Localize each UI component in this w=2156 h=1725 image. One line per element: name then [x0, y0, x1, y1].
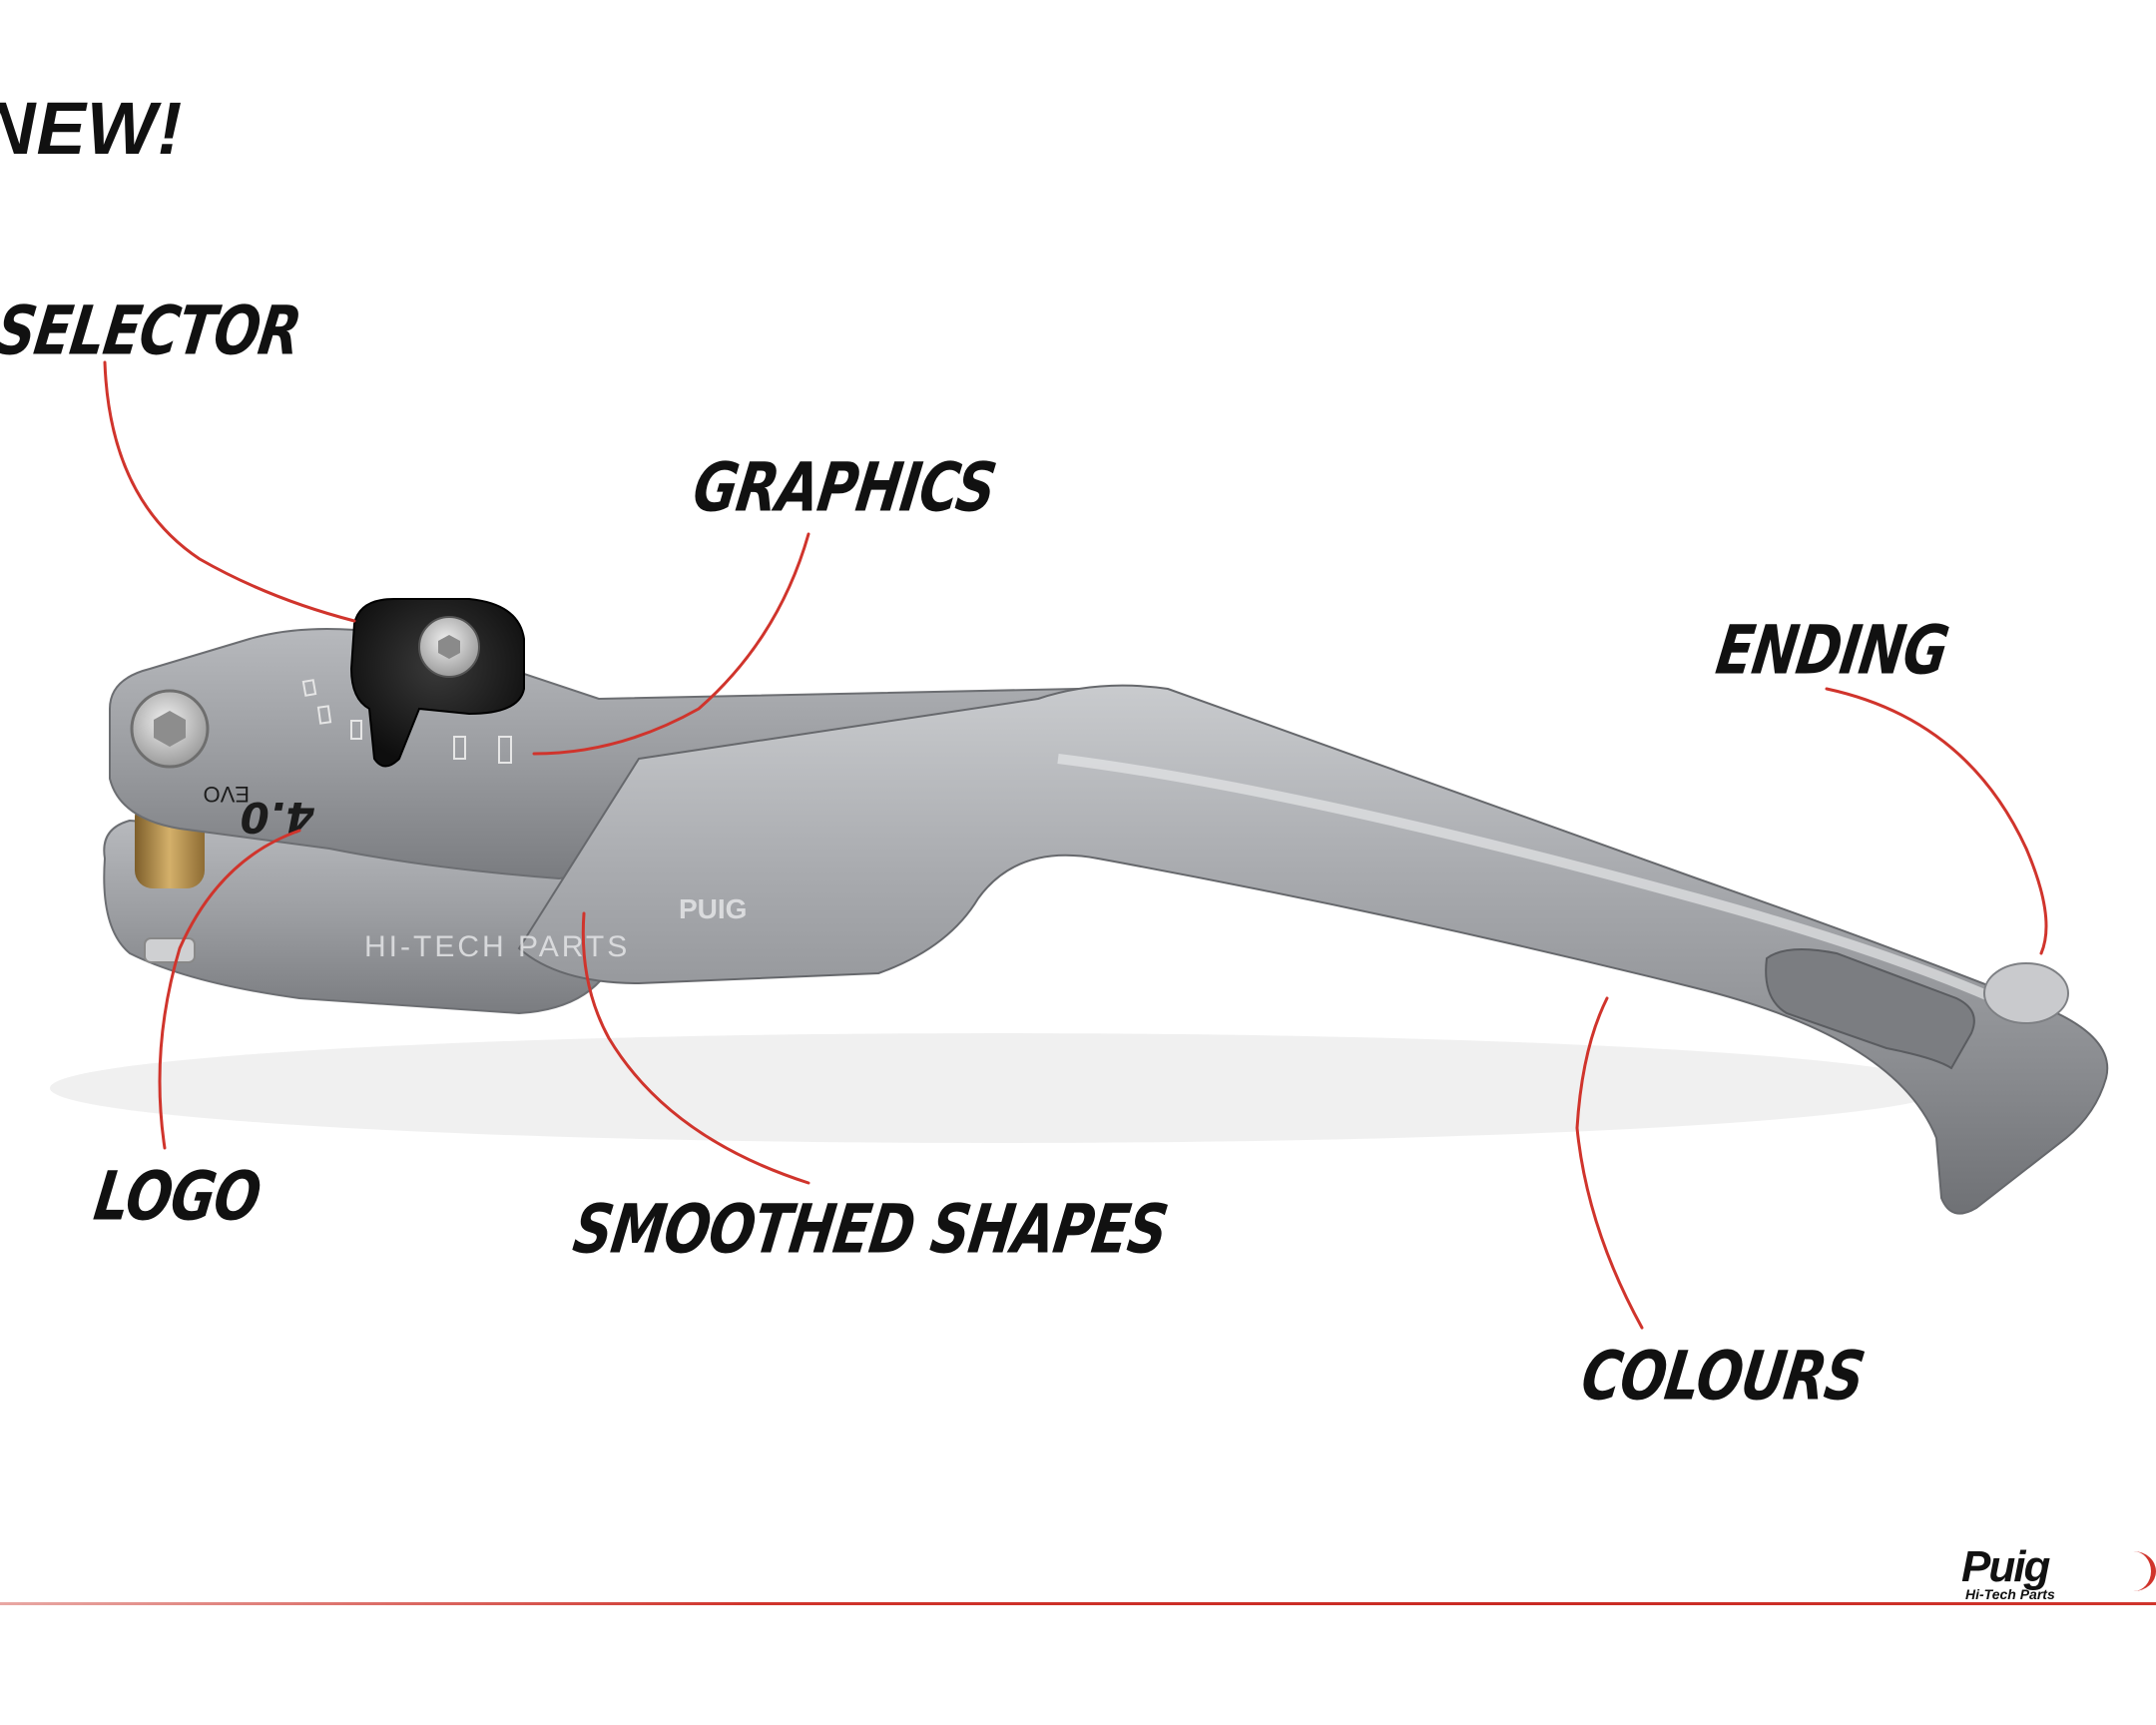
selector-scale-graphics: [301, 679, 512, 764]
leader-logo: [158, 829, 301, 1150]
lever-end-slot: [1765, 948, 1975, 1070]
leader-colours: [1575, 996, 1644, 1330]
engraving-line: HI-TECH PARTS: [364, 930, 630, 963]
pivot-bolt-hex: [154, 711, 186, 747]
engraving-model: 4.0: [241, 793, 315, 842]
lever-shadow: [50, 1033, 1946, 1143]
puig-brand-logo: Puig Hi-Tech Parts: [1961, 1545, 2156, 1615]
callout-selector: SELECTOR: [0, 290, 305, 370]
leader-smoothed: [581, 911, 810, 1185]
headline-new: NEW!: [0, 87, 184, 170]
engraving-series: EVO: [204, 782, 250, 807]
leader-selector: [103, 360, 356, 623]
lever-arm-highlight: [1057, 754, 2019, 1013]
adjuster-bolt-hex: [438, 635, 460, 659]
footer-divider: [0, 1602, 2156, 1605]
bottom-bolt: [144, 937, 196, 963]
brand-tagline: Hi-Tech Parts: [1965, 1586, 2055, 1602]
adjuster-knob: [349, 598, 525, 768]
callout-leaders: [103, 360, 2048, 1330]
callout-logo: LOGO: [89, 1156, 266, 1236]
lever-end-cap: [1983, 962, 2069, 1024]
brand-name: Puig: [1961, 1542, 2050, 1591]
engraving-brand: PUIG: [679, 893, 747, 924]
callout-ending: ENDING: [1711, 610, 1953, 690]
callout-graphics: GRAPHICS: [688, 447, 1001, 527]
brand-swoosh-icon: [2111, 1551, 2156, 1591]
leader-ending: [1825, 687, 2048, 955]
callout-smoothed-shapes: SMOOTHED SHAPES: [568, 1189, 1173, 1269]
leader-graphics: [532, 532, 810, 756]
lever-arm: [517, 684, 2109, 1215]
callout-colours: COLOURS: [1576, 1336, 1870, 1416]
